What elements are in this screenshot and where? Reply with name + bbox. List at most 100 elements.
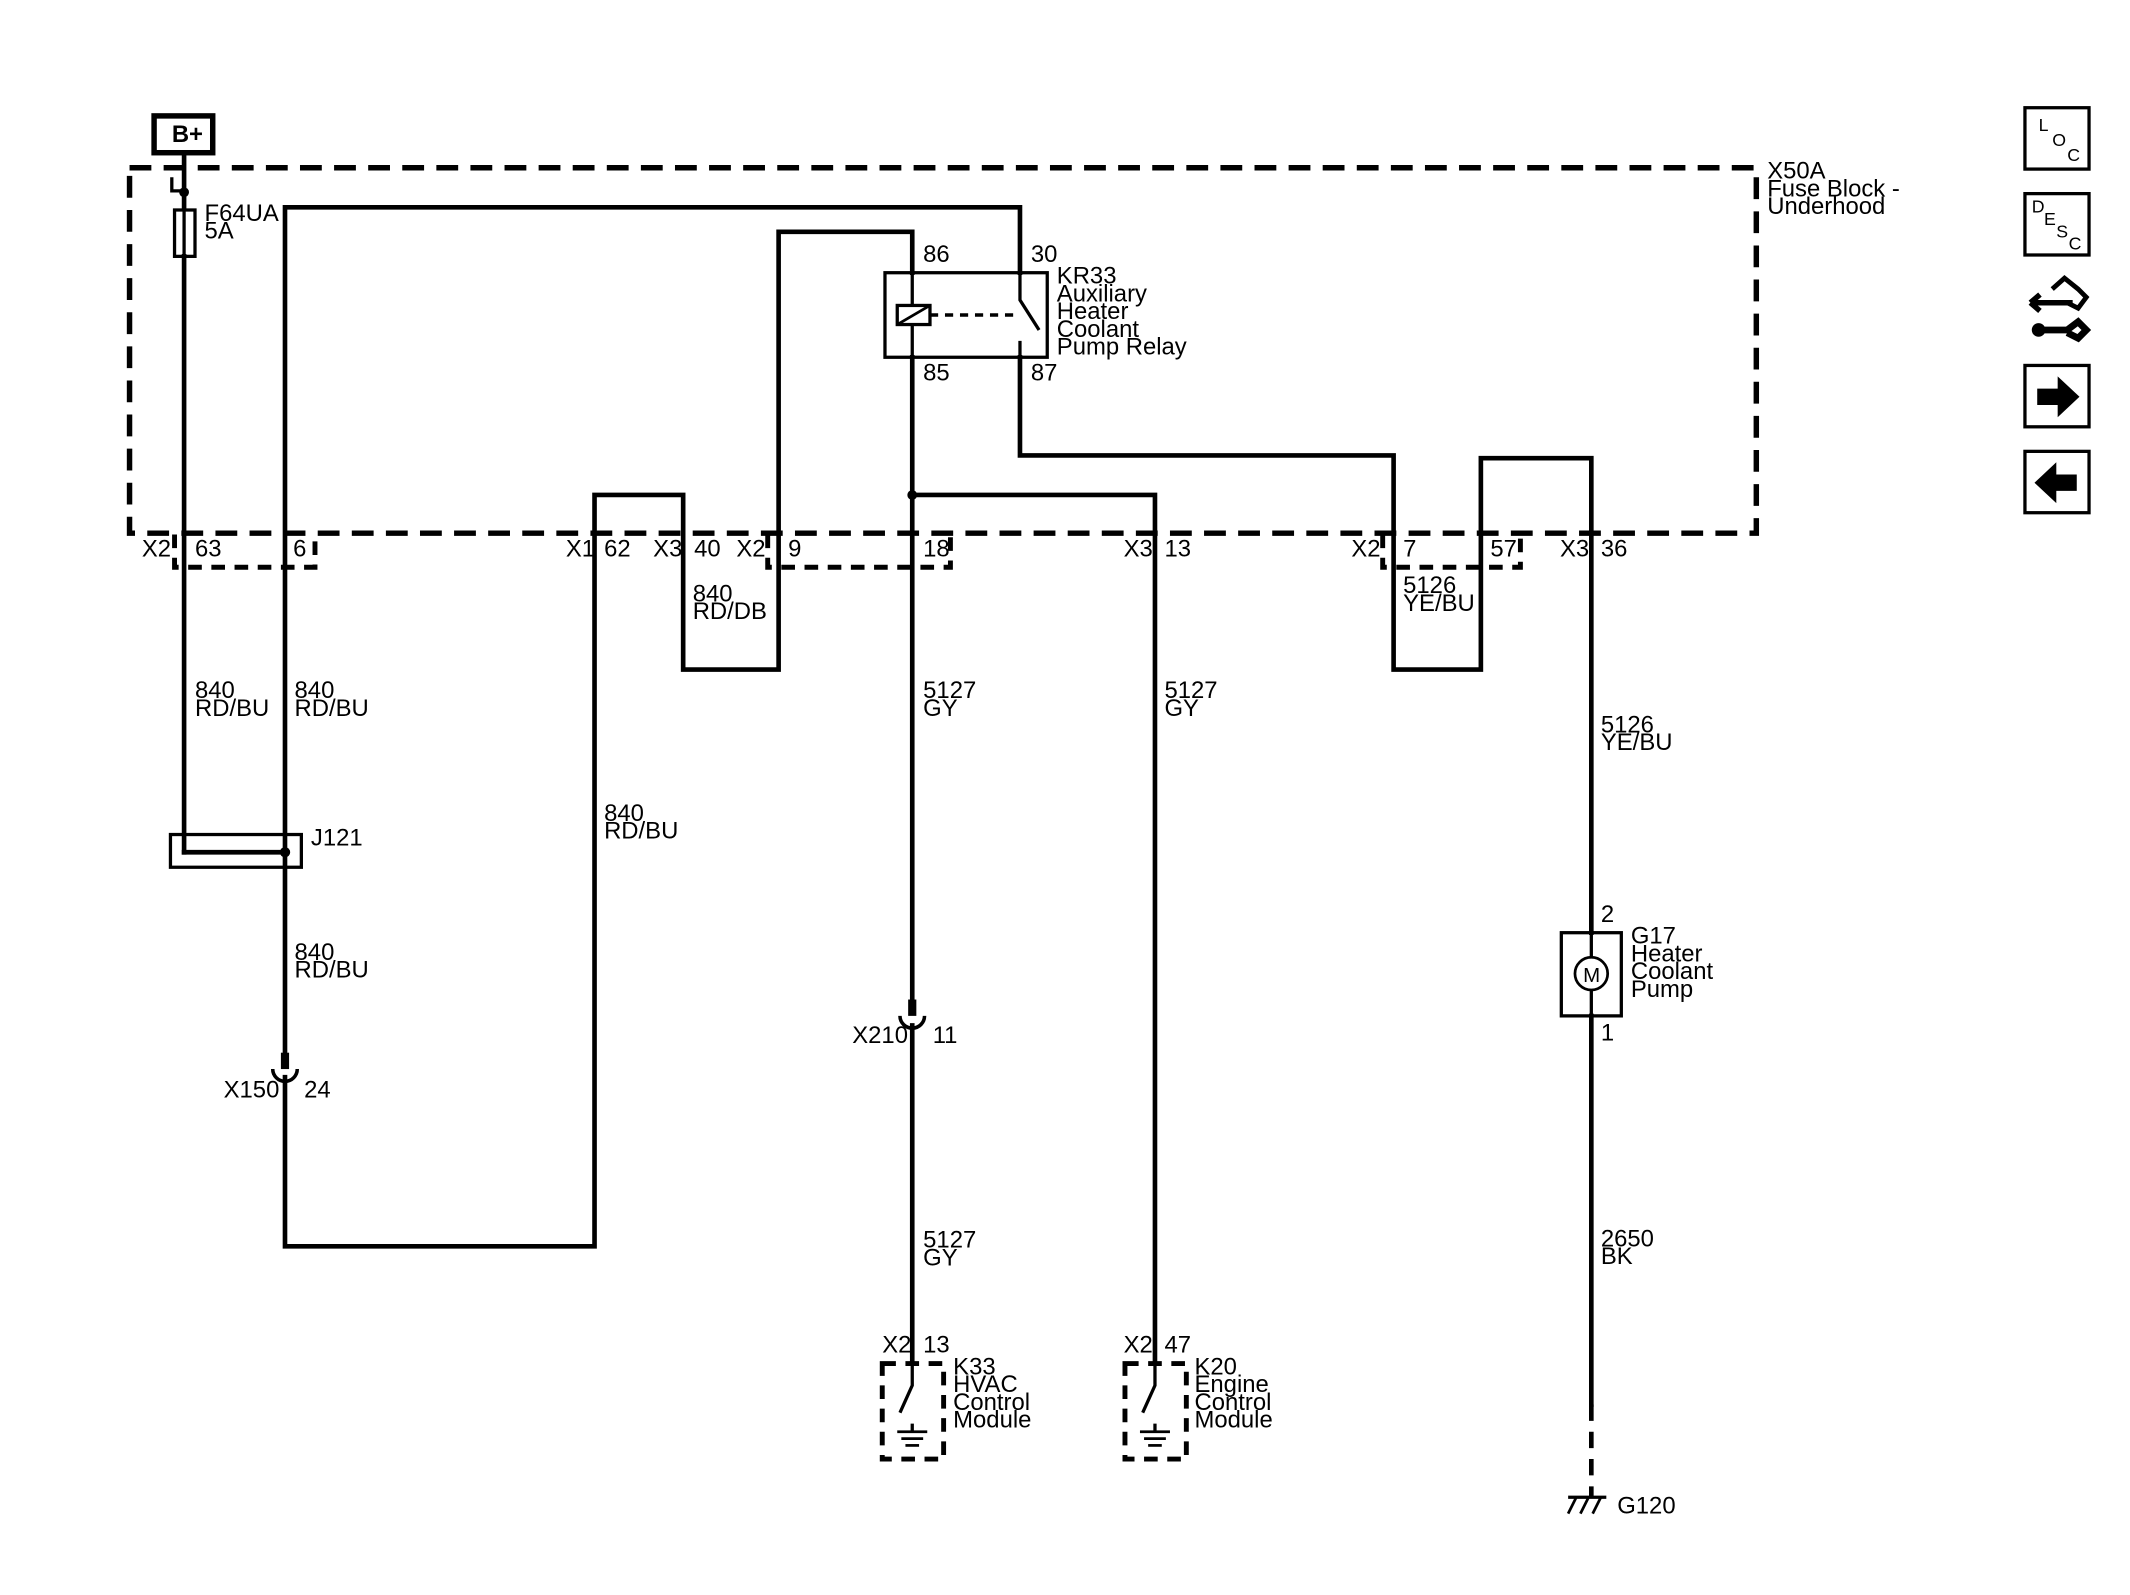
wire-label-circuit: 5127 [923,677,976,704]
wire-to-engine-module [909,492,1158,1366]
ecm-id: K20 [1195,1354,1237,1381]
wire-label-color: RD/BU [195,695,269,722]
pump-id: G17 [1631,923,1676,950]
wire-label-color: GY [923,1244,958,1271]
wire-label-circuit: 840 [693,580,733,607]
ecm-name-3: Module [1195,1407,1273,1434]
connector-x2-9-18 [765,534,953,570]
hvac-name-3: Module [953,1407,1031,1434]
wire-label-color: RD/BU [604,818,678,845]
conn-label-x1: X1 [566,535,595,562]
previous-page-button[interactable] [2023,449,2091,515]
conn-label-x3c: X3 [1560,535,1589,562]
fuse-block-outline [126,164,1760,536]
ground-id: G120 [1617,1493,1675,1520]
wire-label-color: YE/BU [1601,729,1673,756]
battery-label: B+ [172,121,203,148]
connector-x2-63-6 [172,534,318,570]
fuse-id: F64UA [205,200,279,227]
relay-name-1: Auxiliary [1057,280,1147,307]
wire-relay-86-loop [282,229,915,1249]
relay-id: KR33 [1057,263,1117,290]
pump-pin-bottom: 1 [1601,1019,1614,1046]
hvac-control-module [879,1361,947,1462]
pump-name-2: Coolant [1631,958,1714,985]
splice-id: J121 [311,824,363,851]
pin-62: 62 [604,535,631,562]
conn-label-x2c: X2 [1351,535,1380,562]
pin-36: 36 [1601,535,1628,562]
svg-text:O: O [2052,130,2066,150]
pump-name-1: Heater [1631,940,1703,967]
arrow-right-icon [2037,376,2080,418]
conn-label-x2b: X2 [736,535,765,562]
wire-label-circuit: 840 [295,939,335,966]
desc-button[interactable]: D E S C [2023,191,2091,257]
ecm-name-2: Control [1195,1389,1272,1416]
pin-6: 6 [293,535,306,562]
wire-label-circuit: 5126 [1601,711,1654,738]
hvac-name-1: HVAC [953,1371,1018,1398]
relay-pin-87: 87 [1031,359,1058,386]
wire-label-color: GY [923,695,958,722]
wire-label-circuit: 5126 [1403,572,1456,599]
pin-13: 13 [1165,535,1192,562]
svg-text:C: C [2069,234,2082,254]
wire-label-circuit: 2650 [1601,1225,1654,1252]
wire-label-color: RD/DB [693,598,767,625]
svg-text:D: D [2032,197,2045,217]
wire-label-color: RD/BU [295,695,369,722]
svg-text:S: S [2056,221,2068,241]
connector-repair-icon [2028,275,2092,343]
relay-pin-30: 30 [1031,241,1058,268]
next-page-button[interactable] [2023,363,2091,429]
svg-text:L: L [2039,115,2049,135]
connector-x2-7-57 [1380,534,1523,570]
fuse-block-name-1: Fuse Block - [1767,175,1900,202]
battery-terminal: B+ [151,113,216,156]
ecm-pin: 47 [1165,1332,1192,1359]
fuse-rating: 5A [205,218,234,245]
loc-icon: L O C [2039,115,2081,165]
pump-pin-top: 2 [1601,901,1614,928]
heater-coolant-pump: M [1559,931,1623,1018]
ecm-conn: X2 [1124,1332,1153,1359]
loc-button[interactable]: L O C [2023,106,2091,171]
fuse-block-name-2: Underhood [1767,193,1885,220]
conn-label-x3: X3 [653,535,682,562]
ground-symbol-icon [1566,1495,1607,1515]
x210-pin: 11 [933,1022,958,1049]
conn-label-x3b: X3 [1124,535,1153,562]
relay-name-4: Pump Relay [1057,334,1187,361]
pin-63: 63 [195,535,222,562]
wire-label-circuit: 840 [604,800,644,827]
x210-id: X210 [852,1022,908,1049]
ecm-name-1: Engine [1195,1371,1269,1398]
pump-name-3: Pump [1631,976,1693,1003]
wire-label-circuit: 5127 [1165,677,1218,704]
wire-relay-87-to-pump [1017,354,1594,936]
splice-j121 [168,832,303,869]
relay-name-3: Coolant [1057,316,1140,343]
pin-7: 7 [1403,535,1416,562]
pin-40: 40 [694,535,721,562]
svg-text:E: E [2044,209,2056,229]
relay-pin-85: 85 [923,359,950,386]
fuse-block-id: X50A [1767,158,1825,185]
hvac-id: K33 [953,1354,995,1381]
relay-pin-86: 86 [923,241,950,268]
wire-label-color: YE/BU [1403,590,1475,617]
svg-text:C: C [2067,145,2080,165]
motor-symbol: M [1583,964,1600,987]
pin-18: 18 [923,535,950,562]
wire-label-circuit: 840 [295,677,335,704]
feed-junction-dot [179,187,189,198]
connector-view-button[interactable] [2024,275,2092,347]
pin-57: 57 [1490,535,1517,562]
hvac-conn: X2 [882,1332,911,1359]
x150-pin: 24 [304,1077,331,1104]
desc-icon: D E S C [2032,197,2082,254]
x150-id: X150 [224,1077,280,1104]
conn-label-x2: X2 [142,535,171,562]
